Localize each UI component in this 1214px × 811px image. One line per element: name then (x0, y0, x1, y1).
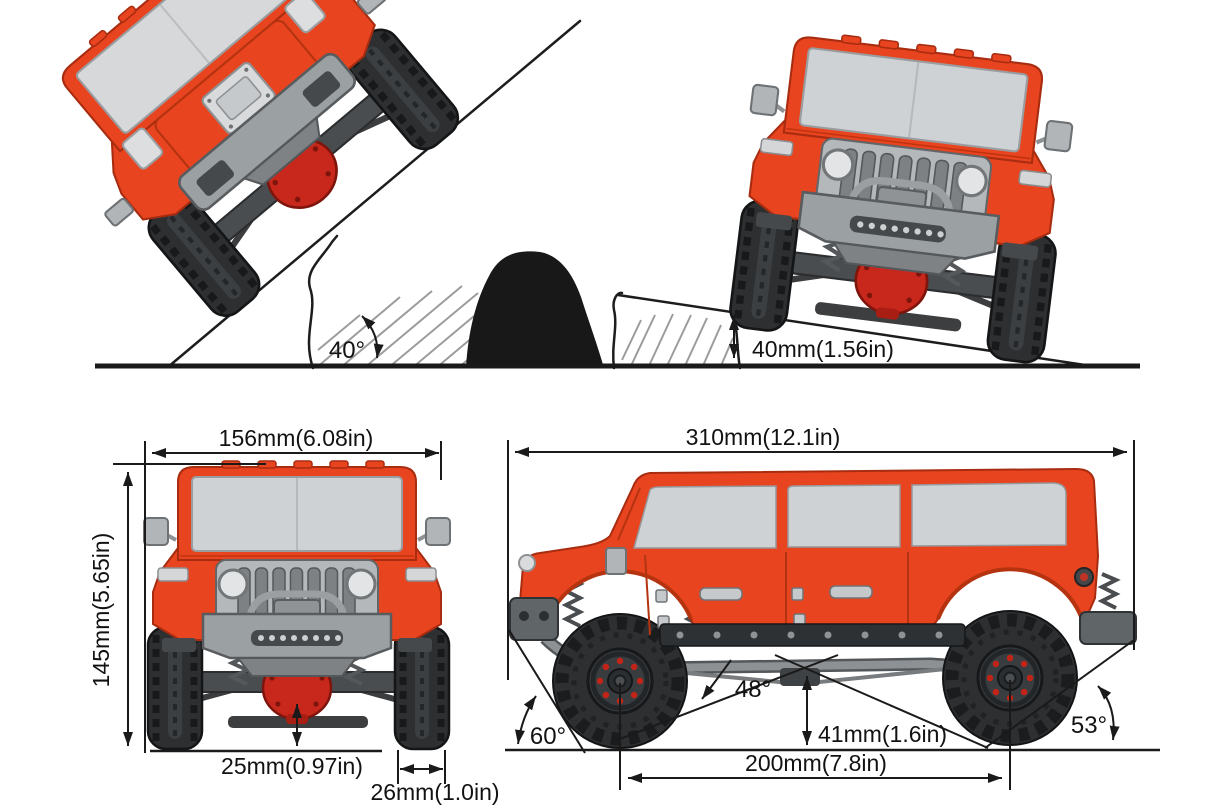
height-label: 145mm(5.65in) (88, 533, 114, 688)
slope-angle-label: 40° (329, 337, 365, 364)
scene-side-dimensions: 310mm(12.1in) 60° 48° 53° 41mm(1.6in) (505, 424, 1160, 790)
truck-rear-view-tilted (13, 0, 479, 337)
wheelbase-label: 200mm(7.8in) (745, 750, 887, 776)
axle-clearance-dimension: 25mm(0.97in) (150, 704, 382, 779)
obstacle-clearance-label: 40mm(1.56in) (752, 336, 894, 362)
angle-lines (505, 629, 1160, 754)
length-dimension: 310mm(12.1in) (507, 424, 1135, 680)
breakover-angle-label: 48° (735, 676, 771, 703)
departure-angle-label: 53° (1071, 712, 1107, 739)
departure-angle: 53° (1071, 685, 1120, 741)
approach-angle-label: 60° (530, 723, 566, 750)
scene-slope-climb: 40° (13, 0, 604, 370)
wheelbase-dimension: 200mm(7.8in) (619, 680, 1011, 790)
rock-silhouette (466, 251, 604, 368)
truck-side-view (509, 467, 1137, 748)
axle-clearance-label: 25mm(0.97in) (221, 753, 363, 779)
width-dimension: 156mm(6.08in) (144, 425, 442, 753)
approach-angle: 60° (515, 695, 566, 750)
slope-angle-arc (361, 315, 384, 359)
scene-obstacle-clearance: 40mm(1.56in) (612, 25, 1087, 370)
tire-width-dimension: 26mm(1.0in) (370, 750, 500, 805)
chassis-clearance-dimension: 41mm(1.6in) (802, 676, 947, 747)
breakover-angle: 48° (701, 659, 771, 703)
chassis-clearance-label: 41mm(1.6in) (818, 721, 947, 747)
obstacle-clearance-dimension: 40mm(1.56in) (729, 316, 894, 362)
height-dimension: 145mm(5.65in) (88, 463, 266, 746)
tire-width-label: 26mm(1.0in) (370, 779, 499, 805)
scene-front-dimensions: 156mm(6.08in) 145mm(5.65in) 25mm(0.97in)… (88, 425, 500, 805)
truck-front-view-obstacle (724, 25, 1080, 364)
width-label: 156mm(6.08in) (219, 425, 374, 451)
length-label: 310mm(12.1in) (686, 424, 841, 450)
